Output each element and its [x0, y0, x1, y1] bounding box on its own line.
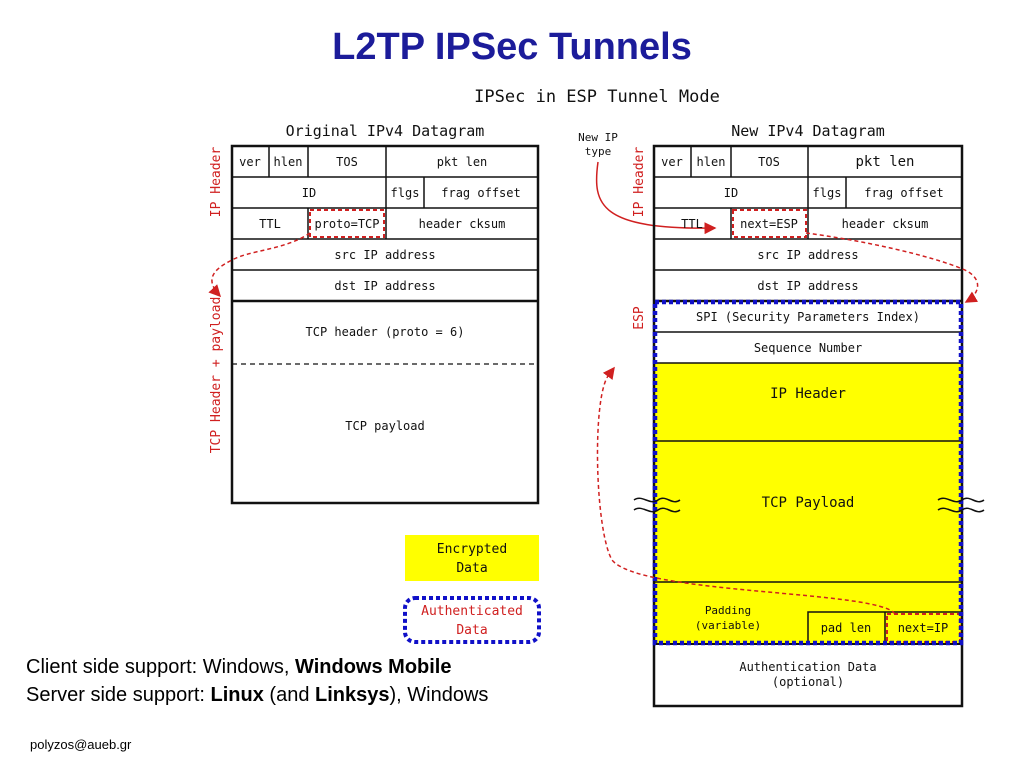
- break-marks: [633, 497, 985, 513]
- new-ip-note-line1: New IP: [578, 131, 618, 144]
- new-seq: Sequence Number: [754, 341, 862, 355]
- new-frag: frag offset: [864, 186, 943, 200]
- server-support-suffix: ), Windows: [389, 684, 489, 706]
- legend-authenticated-line1: Authenticated: [421, 604, 523, 619]
- new-ip-header: IP Header: [770, 386, 846, 402]
- legend-encrypted-line2: Data: [456, 561, 487, 576]
- server-support-mid: (and: [263, 684, 316, 706]
- orig-id: ID: [302, 186, 316, 200]
- new-spi: SPI (Security Parameters Index): [696, 310, 920, 324]
- new-side-esp: ESP: [632, 306, 647, 330]
- new-ttl: TTL: [681, 217, 703, 231]
- slide-title: L2TP IPSec Tunnels: [332, 26, 692, 68]
- new-padding-line2: (variable): [695, 619, 761, 632]
- original-caption: Original IPv4 Datagram: [286, 122, 485, 140]
- diagram-heading: IPSec in ESP Tunnel Mode: [474, 87, 720, 107]
- server-support-line: Server side support: Linux (and Linksys)…: [26, 684, 488, 707]
- orig-side-ip-header: IP Header: [209, 147, 224, 218]
- authenticated-region: [652, 299, 964, 646]
- proto-arrow: [208, 232, 311, 298]
- orig-proto: proto=TCP: [314, 217, 379, 231]
- server-support-linux: Linux: [210, 684, 264, 706]
- new-flgs: flgs: [813, 186, 842, 200]
- orig-dst: dst IP address: [334, 279, 435, 293]
- new-tos: TOS: [758, 155, 780, 169]
- orig-src: src IP address: [334, 248, 435, 262]
- orig-tcp-header: TCP header (proto = 6): [306, 325, 465, 339]
- client-support-line: Client side support: Windows, Windows Mo…: [26, 656, 452, 679]
- new-side-ip-header: IP Header: [632, 147, 647, 218]
- new-auth-line2: (optional): [772, 675, 844, 689]
- legend-authenticated-swatch: [403, 596, 541, 644]
- new-caption: New IPv4 Datagram: [731, 122, 885, 140]
- client-support-text: Client side support: Windows,: [26, 656, 296, 678]
- server-support-linksys: Linksys: [315, 684, 390, 706]
- orig-ver: ver: [239, 155, 261, 169]
- orig-tcp-payload: TCP payload: [345, 419, 424, 433]
- new-src: src IP address: [757, 248, 858, 262]
- orig-side-tcp-payload: TCP Header + payload: [209, 297, 224, 454]
- footer-email: polyzos@aueb.gr: [30, 737, 132, 752]
- new-cksum: header cksum: [842, 217, 929, 231]
- new-padding-line1: Padding: [705, 604, 751, 617]
- new-next-esp: next=ESP: [740, 217, 798, 231]
- proto-highlight: [309, 209, 385, 238]
- new-dst: dst IP address: [757, 279, 858, 293]
- new-padlen: pad len: [821, 621, 872, 635]
- orig-cksum: header cksum: [419, 217, 506, 231]
- legend-encrypted-swatch: [405, 535, 539, 581]
- next-esp-highlight: [732, 209, 807, 238]
- orig-tos: TOS: [336, 155, 358, 169]
- orig-frag: frag offset: [441, 186, 520, 200]
- new-id: ID: [724, 186, 738, 200]
- original-datagram: [230, 144, 540, 505]
- orig-flgs: flgs: [391, 186, 420, 200]
- new-ip-type-arrow: [595, 161, 717, 235]
- encrypted-region: [654, 363, 962, 644]
- new-ver: ver: [661, 155, 683, 169]
- next-esp-arrow: [805, 232, 979, 303]
- new-next-ip: next=IP: [898, 621, 949, 635]
- legend-encrypted-line1: Encrypted: [437, 542, 507, 557]
- server-support-text: Server side support:: [26, 684, 211, 706]
- new-auth-line1: Authentication Data: [739, 660, 876, 674]
- client-support-bold: Windows Mobile: [295, 656, 452, 678]
- new-pktlen: pkt len: [855, 154, 914, 170]
- new-hlen: hlen: [697, 155, 726, 169]
- orig-ttl: TTL: [259, 217, 281, 231]
- legend-authenticated-line2: Data: [456, 623, 487, 638]
- new-tcp-payload: TCP Payload: [762, 495, 855, 511]
- new-ip-note-line2: type: [585, 145, 612, 158]
- orig-hlen: hlen: [274, 155, 303, 169]
- orig-pktlen: pkt len: [437, 155, 488, 169]
